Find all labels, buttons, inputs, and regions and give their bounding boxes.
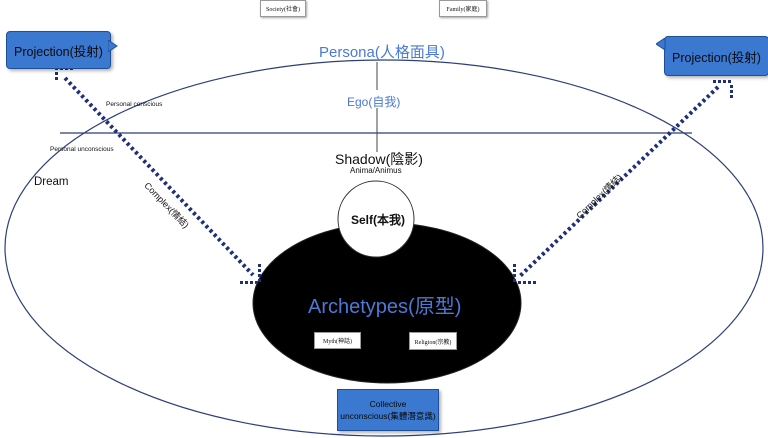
projection-left-callout-tail (108, 40, 118, 52)
psyche-ellipse (4, 59, 764, 437)
society-label: Society(社會) (266, 7, 300, 13)
self-label: Self(本我) (351, 213, 406, 227)
collective-line1: Collective (369, 399, 407, 409)
family-box: Family(家庭) (439, 0, 487, 17)
projection-right-callout-tail (656, 38, 666, 50)
myth-label: Myth(神話) (323, 339, 352, 345)
projection-right-callout: Projection(投射) (664, 36, 768, 76)
religion-box: Religion(宗教) (409, 332, 457, 350)
personal-conscious-label: Personal conscious (106, 101, 163, 108)
dream-label: Dream (34, 176, 69, 188)
family-label: Family(家庭) (446, 7, 480, 13)
archetypes-label: Archetypes(原型) (308, 296, 462, 318)
anima-animus-label: Anima/Animus (350, 166, 402, 175)
self-circle (337, 180, 415, 258)
right-top-endpoint-marker (713, 80, 733, 98)
religion-label: Religion(宗教) (414, 339, 452, 346)
projection-left-callout: Projection(投射) (6, 31, 111, 69)
complex-right-dashed-line (518, 85, 720, 278)
collective-unconscious-box: Collective unconscious(集體潛意識) (337, 389, 439, 431)
projection-right-label: Projection(投射) (672, 50, 761, 65)
projection-left-label: Projection(投射) (14, 44, 103, 59)
ego-label: Ego(自我) (347, 95, 401, 109)
society-box: Society(社會) (260, 0, 306, 17)
personal-unconscious-label: Personal unconscious (50, 146, 114, 153)
shadow-label: Shadow(陰影) (335, 151, 423, 167)
left-bottom-endpoint-marker (240, 264, 261, 284)
right-bottom-endpoint-marker (513, 264, 536, 284)
collective-line2: unconscious(集體潛意識) (340, 411, 436, 421)
myth-box: Myth(神話) (314, 332, 361, 349)
persona-label: Persona(人格面具) (319, 44, 445, 61)
